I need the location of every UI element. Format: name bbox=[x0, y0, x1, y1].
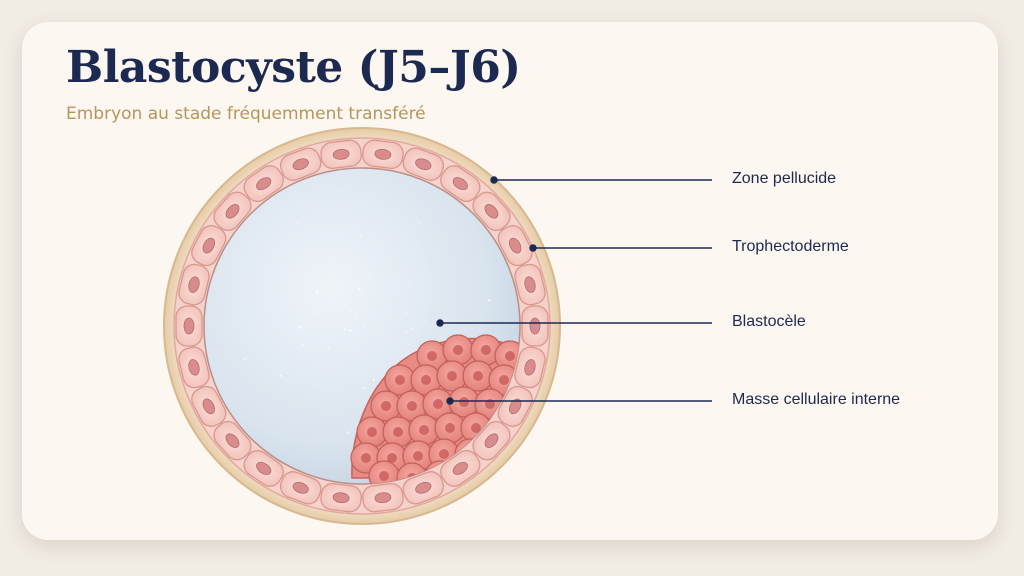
trophectoderm-cell bbox=[279, 147, 322, 181]
icm-cell bbox=[382, 416, 414, 448]
trophectoderm-cell bbox=[243, 165, 284, 203]
trophectoderm-cell bbox=[514, 263, 546, 306]
trophectoderm-cell bbox=[497, 225, 533, 267]
trophectoderm-cell bbox=[362, 139, 404, 170]
trophectoderm-cell bbox=[178, 346, 210, 389]
icm-cell bbox=[408, 414, 440, 446]
label-masse-cellulaire-interne: Masse cellulaire interne bbox=[732, 391, 901, 408]
leader-dot-zone-pellucide bbox=[490, 176, 498, 184]
trophectoderm-cell bbox=[362, 482, 404, 513]
trophectoderm-cell bbox=[402, 147, 445, 181]
leader-dot-trophectoderme bbox=[529, 244, 537, 252]
trophectoderm-cells bbox=[175, 139, 549, 513]
leader-dot-masse bbox=[446, 397, 454, 405]
trophectoderm-cell bbox=[191, 385, 227, 427]
icm-cell bbox=[442, 334, 474, 366]
trophectoderm-cell bbox=[178, 263, 210, 306]
trophectoderm-cell bbox=[213, 191, 252, 232]
trophectoderm-cell bbox=[514, 346, 546, 389]
label-trophectoderme: Trophectoderme bbox=[732, 238, 849, 255]
trophectoderm-cell bbox=[402, 471, 445, 505]
icm-cell bbox=[384, 364, 416, 396]
trophectoderm-cell bbox=[191, 225, 227, 267]
trophectoderm-cell bbox=[213, 420, 252, 461]
trophectoderm-cell bbox=[440, 449, 481, 487]
icm-cell bbox=[396, 390, 428, 422]
trophectoderm-cell bbox=[472, 191, 511, 232]
trophectoderm-cell bbox=[175, 305, 203, 347]
trophectoderm-cell bbox=[320, 482, 362, 513]
leader-lines bbox=[436, 176, 712, 405]
trophectoderm-cell bbox=[320, 139, 362, 170]
trophectoderm-cell bbox=[440, 165, 481, 203]
label-zone-pellucide: Zone pellucide bbox=[732, 170, 837, 187]
trophectoderm-cell bbox=[521, 305, 549, 347]
trophectoderm-cell bbox=[472, 420, 511, 461]
trophectoderm-cell bbox=[497, 385, 533, 427]
leader-dot-blastocele bbox=[436, 319, 444, 327]
trophectoderm-cell bbox=[243, 449, 284, 487]
trophectoderm-cell bbox=[279, 471, 322, 505]
icm-cell bbox=[462, 360, 494, 392]
page-title: Blastocyste (J5–J6) bbox=[66, 42, 521, 93]
page-subtitle: Embryon au stade fréquemment transféré bbox=[66, 104, 426, 124]
label-blastocele: Blastocèle bbox=[732, 313, 806, 330]
